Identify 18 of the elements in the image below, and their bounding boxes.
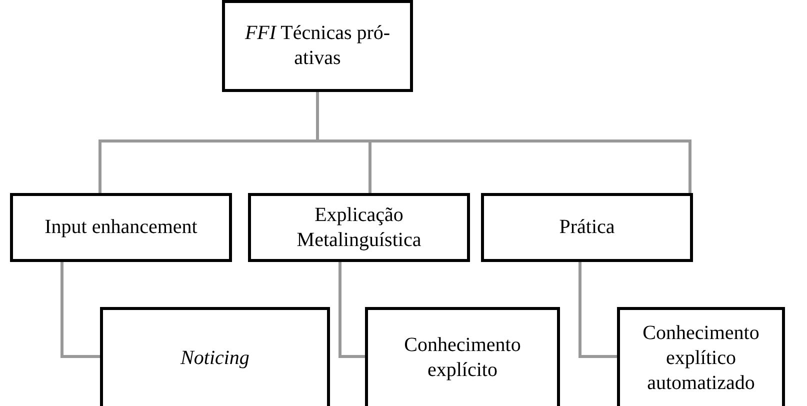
connector-line <box>60 262 100 358</box>
box-label: Conhecimento explítico automatizado <box>642 320 760 396</box>
box-label: Prática <box>559 215 615 240</box>
connector-line <box>578 262 617 358</box>
connector-line <box>316 92 692 193</box>
text-box <box>10 193 232 262</box>
text-box <box>222 0 413 92</box>
box-label: Conhecimento explícito <box>403 333 522 383</box>
connector-line <box>338 262 365 358</box>
box-label: FFI Técnicas pró-ativas <box>244 21 392 71</box>
text-box <box>481 193 693 262</box>
box-label: Explicação Metalinguística <box>296 202 422 252</box>
box-label: Input enhancement <box>44 215 198 240</box>
text-box <box>365 307 560 406</box>
text-box <box>248 193 470 262</box>
text-box <box>617 307 785 406</box>
text-box <box>100 307 330 406</box>
box-label: Noticing <box>180 346 250 370</box>
